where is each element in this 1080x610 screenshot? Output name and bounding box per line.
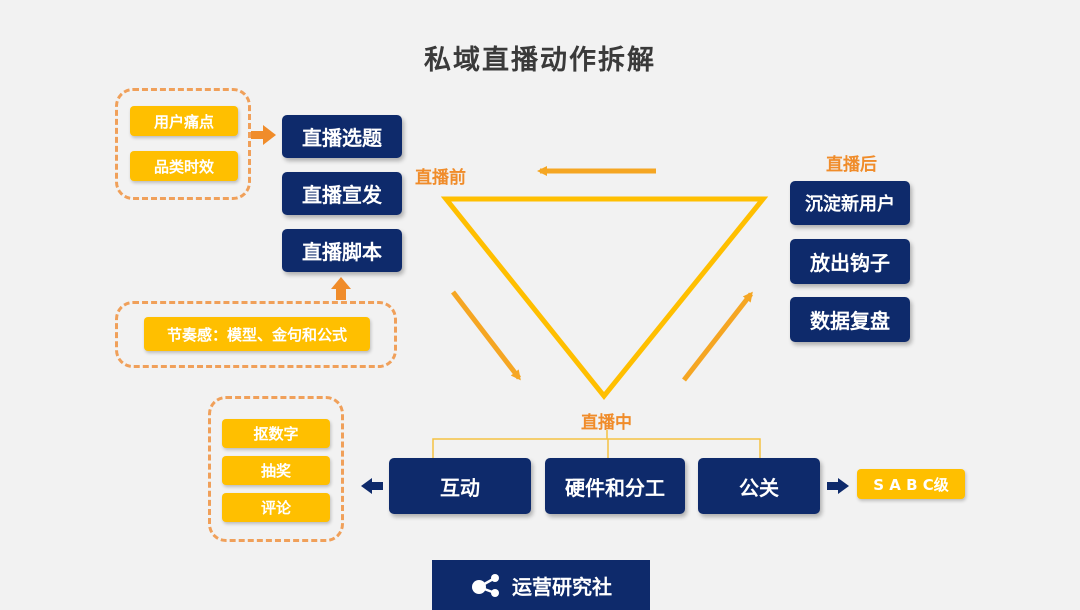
rhythm-group (115, 301, 397, 368)
step-live-topic: 直播选题 (282, 115, 402, 158)
step-retain-new-users: 沉淀新用户 (790, 181, 910, 225)
step-hardware-division: 硬件和分工 (545, 458, 685, 514)
arrow-inputs-to-topic (251, 125, 276, 145)
arrow-interaction-left (361, 478, 383, 494)
step-release-hook: 放出钩子 (790, 239, 910, 284)
phase-label-during: 直播中 (581, 413, 632, 433)
phase-label-after: 直播后 (826, 155, 877, 175)
step-public-relations: 公关 (698, 458, 820, 514)
phase-label-before: 直播前 (415, 168, 466, 188)
step-live-promotion: 直播宣发 (282, 172, 402, 215)
before-inputs-group (115, 88, 251, 200)
during-bracket (432, 430, 761, 458)
page-title: 私域直播动作拆解 (424, 45, 656, 76)
footer-brand-bar: 运营研究社 (432, 560, 650, 610)
arrow-before-to-during (451, 290, 521, 381)
step-interaction: 互动 (389, 458, 531, 514)
input-category-timeliness: 品类时效 (130, 151, 238, 181)
input-user-pain: 用户痛点 (130, 106, 238, 136)
item-lottery: 抽奖 (222, 456, 330, 485)
brand-logo-icon (472, 574, 499, 597)
step-live-script: 直播脚本 (282, 229, 402, 272)
pr-level-badge: S A B C级 (857, 469, 965, 499)
interaction-items-group (208, 396, 344, 542)
item-comments: 评论 (222, 493, 330, 522)
arrow-during-to-after (682, 291, 753, 382)
rhythm-label: 节奏感：模型、金句和公式 (144, 317, 370, 351)
item-count-numbers: 抠数字 (222, 419, 330, 448)
brand-name: 运营研究社 (512, 574, 612, 599)
arrow-pr-right (827, 478, 849, 494)
arrow-rhythm-to-script (331, 277, 351, 300)
cycle-triangle (440, 196, 769, 400)
step-data-review: 数据复盘 (790, 297, 910, 342)
